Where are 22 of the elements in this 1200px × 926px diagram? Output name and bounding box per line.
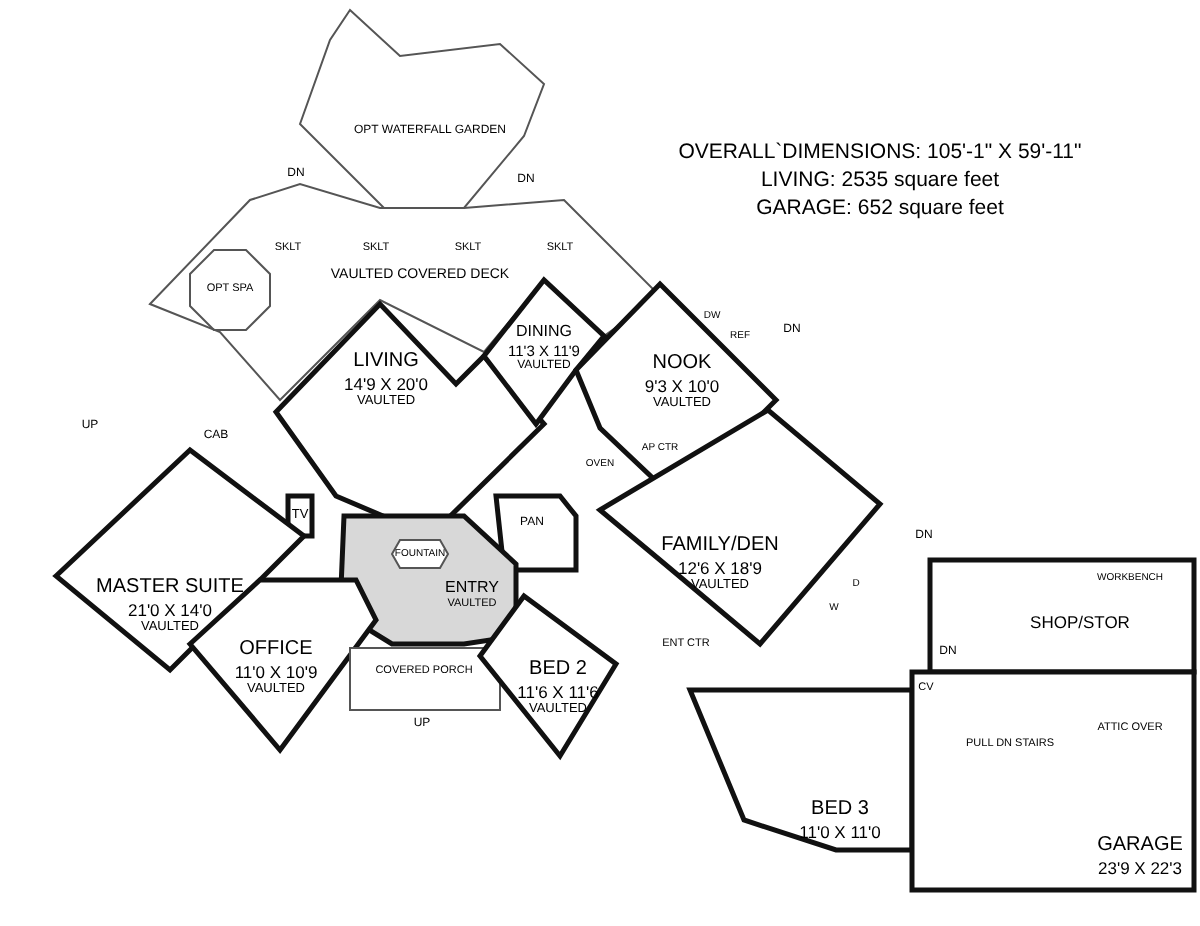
area-summary: GARAGE: 652 square feet: [756, 196, 1004, 220]
room-dimensions: 11'0 X 11'0: [799, 821, 881, 843]
area-summary: LIVING: 2535 square feet: [760, 168, 1000, 192]
room-name: FAMILY/DEN: [661, 534, 779, 558]
room-name: NOOK: [650, 352, 714, 376]
room-dimensions: 11'6 X 11'6: [517, 682, 599, 703]
room-name: BED 2: [527, 658, 589, 682]
room-dimensions: 21'0 X 14'0: [125, 600, 214, 621]
room-name: OFFICE: [237, 638, 315, 662]
room-dimensions: 23'9 X 22'3: [1097, 857, 1183, 879]
room-dimensions: 11'0 X 10'9: [234, 662, 318, 683]
room-name: DINING: [514, 322, 574, 342]
room-dimensions: 9'3 X 10'0: [644, 376, 720, 397]
room-name: MASTER SUITE: [96, 576, 244, 600]
room-name: SHOP/STOR: [1030, 611, 1130, 633]
room-name: LIVING: [351, 350, 421, 374]
room-name: GARAGE: [1097, 833, 1183, 858]
area-summary: OVERALL`DIMENSIONS: 105'-1" X 59'-11": [678, 140, 1082, 164]
room-dimensions: 12'6 X 18'9: [675, 558, 764, 579]
room-name: ENTRY: [445, 577, 499, 597]
room-dimensions: 14'9 X 20'0: [344, 374, 428, 395]
room-name: BED 3: [809, 797, 871, 822]
